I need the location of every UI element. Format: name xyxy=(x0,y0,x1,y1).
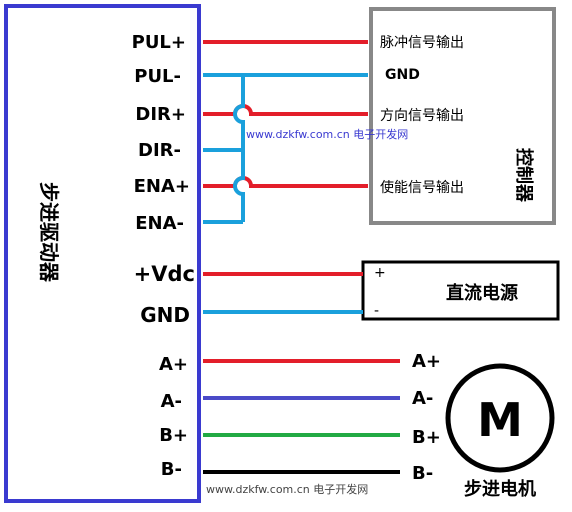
wire-common-gnd xyxy=(233,75,245,222)
signal-pulse: 脉冲信号输出 xyxy=(380,35,464,51)
motor-symbol: M xyxy=(477,393,523,447)
motor-pin-a-plus: A+ xyxy=(412,351,441,372)
driver-box xyxy=(4,4,201,503)
power-box xyxy=(361,260,560,321)
power-title: 直流电源 xyxy=(446,282,518,304)
pin-b-minus: B- xyxy=(161,459,182,480)
pin-pul-minus: PUL- xyxy=(134,66,181,87)
pin-a-minus: A- xyxy=(161,391,182,412)
signal-gnd: GND xyxy=(385,67,420,83)
pin-b-plus: B+ xyxy=(159,425,188,446)
motor-title: 步进电机 xyxy=(464,478,536,500)
pin-dir-minus: DIR- xyxy=(138,140,181,161)
watermark-bottom: www.dzkfw.com.cn 电子开发网 xyxy=(206,482,368,496)
power-minus: - xyxy=(374,303,379,319)
pin-ena-plus: ENA+ xyxy=(134,176,190,197)
driver-title: 步进驱动器 xyxy=(37,182,61,283)
watermark-top: www.dzkfw.com.cn 电子开发网 xyxy=(246,127,408,141)
pin-dir-plus: DIR+ xyxy=(135,104,186,125)
motor-circle xyxy=(445,363,555,473)
power-plus: + xyxy=(374,265,386,281)
wire-dir-plus xyxy=(203,104,368,116)
controller-title: 控制器 xyxy=(513,148,535,203)
motor-pin-b-plus: B+ xyxy=(412,427,441,448)
pin-gnd: GND xyxy=(140,303,190,327)
signal-direction: 方向信号输出 xyxy=(380,108,464,124)
wire-ena-plus xyxy=(203,176,368,188)
pin-ena-minus: ENA- xyxy=(135,213,184,234)
signal-enable: 使能信号输出 xyxy=(380,179,464,196)
pin-a-plus: A+ xyxy=(159,354,188,375)
controller-box xyxy=(369,7,556,225)
motor-pin-b-minus: B- xyxy=(412,463,433,484)
pin-pul-plus: PUL+ xyxy=(132,32,186,53)
motor-pin-a-minus: A- xyxy=(412,388,433,409)
pin-vdc: +Vdc xyxy=(134,262,195,286)
